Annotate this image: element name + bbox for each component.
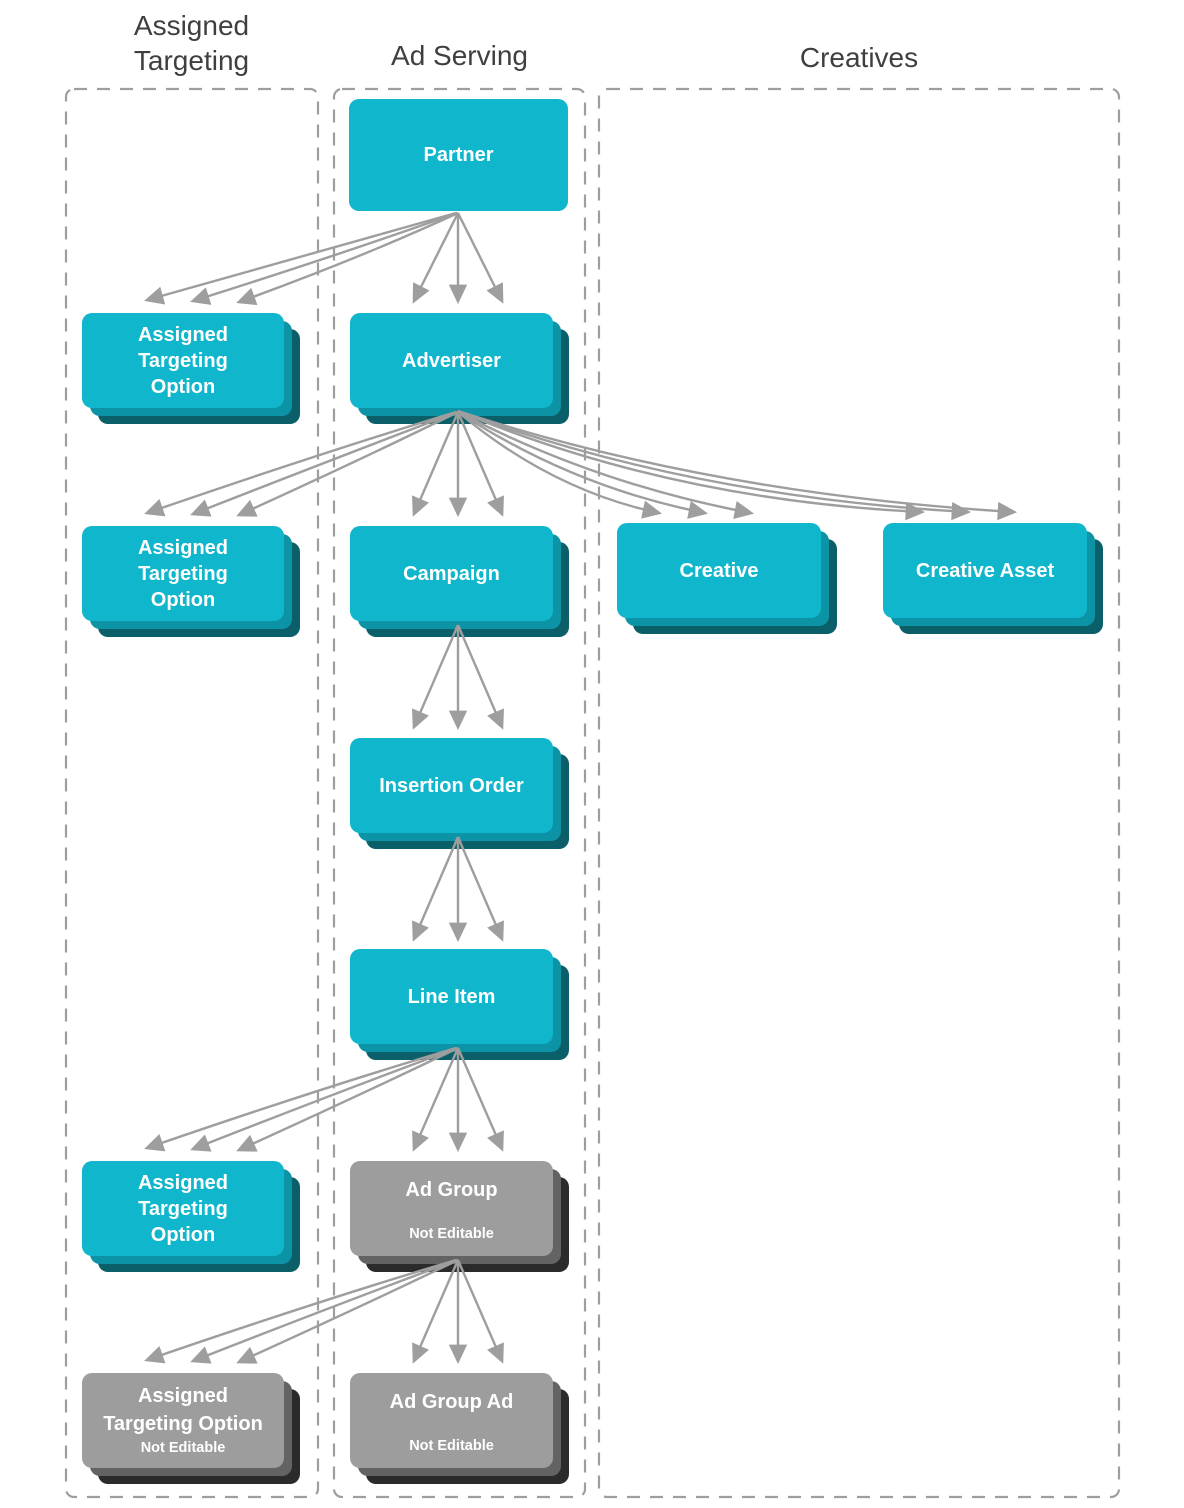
arrows-line-item-to-ato bbox=[144, 1046, 459, 1152]
column-title-creatives: Creatives bbox=[799, 42, 919, 73]
creatives-container bbox=[597, 87, 1121, 1499]
node-label-line: Option bbox=[150, 375, 216, 398]
node-label: Ad Group Ad bbox=[389, 1391, 514, 1413]
arrows-advertiser-to-ato bbox=[144, 410, 459, 517]
node-label: Partner bbox=[423, 144, 494, 166]
node-label: Line Item bbox=[407, 985, 496, 1008]
node-label-line: Targeting bbox=[138, 349, 228, 372]
column-title-assigned-targeting: Assigned Targeting bbox=[65, 8, 318, 78]
arrows-partner-to-ato bbox=[144, 211, 459, 306]
node-note: Not Editable bbox=[409, 1226, 494, 1242]
assigned-targeting-container bbox=[64, 87, 320, 1499]
node-campaign: Campaign bbox=[350, 526, 553, 621]
arrows-line-item-to-ad-group bbox=[412, 1047, 504, 1153]
node-label: Campaign bbox=[403, 562, 500, 585]
node-partner: Partner bbox=[349, 99, 568, 211]
arrows-advertiser-to-creative-asset bbox=[457, 409, 1018, 521]
node-note: Not Editable bbox=[140, 1440, 226, 1456]
node-label: Creative bbox=[679, 559, 759, 582]
node-label-line: Targeting bbox=[138, 1197, 228, 1220]
node-insertion-order: Insertion Order bbox=[350, 738, 553, 833]
node-assigned-targeting-option-line-item: Assigned Targeting Option bbox=[82, 1161, 284, 1256]
node-label-line: Assigned bbox=[137, 1385, 229, 1407]
arrows-campaign-to-insertion-order bbox=[412, 624, 504, 731]
node-label: Advertiser bbox=[402, 349, 501, 372]
arrows-ad-group-to-ato bbox=[144, 1258, 459, 1364]
node-creative-asset: Creative Asset bbox=[883, 523, 1087, 618]
column-title-ad-serving: Ad Serving bbox=[391, 40, 528, 71]
node-creative: Creative bbox=[617, 523, 821, 618]
arrows-partner-to-advertiser bbox=[412, 212, 504, 305]
node-label: Ad Group bbox=[405, 1179, 498, 1201]
node-label-line: Option bbox=[150, 588, 216, 611]
node-label-line: Assigned bbox=[137, 1171, 229, 1194]
node-ad-group-ad: Ad Group Ad Not Editable bbox=[350, 1373, 553, 1468]
node-label-line: Option bbox=[150, 1223, 216, 1246]
node-note: Not Editable bbox=[409, 1438, 494, 1454]
node-ad-group: Ad Group Not Editable bbox=[350, 1161, 553, 1256]
node-label: Creative Asset bbox=[915, 559, 1055, 582]
node-label-line: Targeting Option bbox=[103, 1413, 263, 1435]
arrows-ad-group-to-ad-group-ad bbox=[412, 1259, 504, 1365]
node-assigned-targeting-option-partner: Assigned Targeting Option bbox=[82, 313, 284, 408]
column-title-line: Assigned bbox=[133, 10, 250, 41]
column-title-line: Targeting bbox=[133, 45, 250, 76]
arrows-insertion-order-to-line-item bbox=[412, 836, 504, 943]
node-label-line: Targeting bbox=[138, 562, 228, 585]
node-label-line: Assigned bbox=[137, 323, 229, 346]
arrows-advertiser-to-creative bbox=[457, 410, 755, 520]
node-label-line: Assigned bbox=[137, 536, 229, 559]
arrows-advertiser-to-campaign bbox=[412, 411, 504, 518]
node-advertiser: Advertiser bbox=[350, 313, 553, 408]
node-assigned-targeting-option-advertiser: Assigned Targeting Option bbox=[82, 526, 284, 621]
node-label: Insertion Order bbox=[379, 774, 524, 797]
node-assigned-targeting-option-ad-group: Assigned Targeting Option Not Editable bbox=[82, 1373, 284, 1468]
node-line-item: Line Item bbox=[350, 949, 553, 1044]
